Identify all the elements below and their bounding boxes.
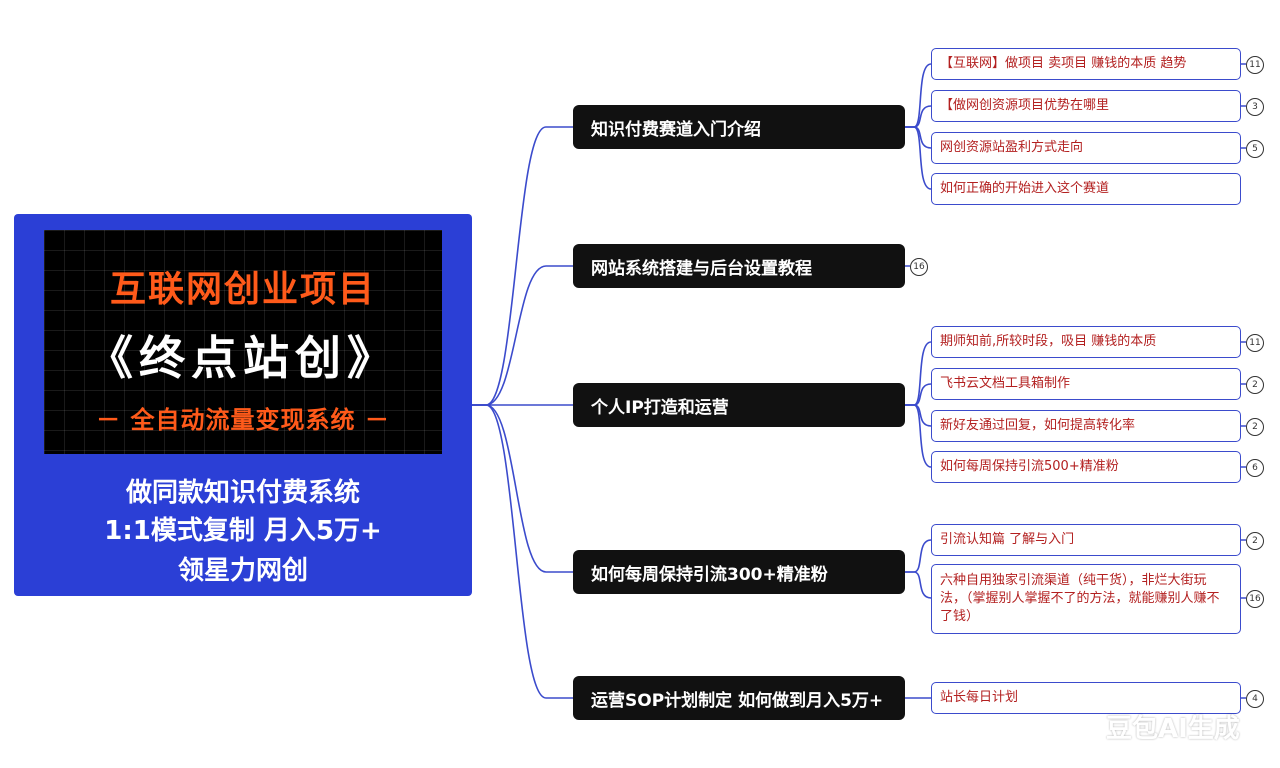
leaf-4-1-count-badge[interactable]: 2 (1246, 532, 1264, 550)
hero-title-line1: 互联网创业项目 (109, 269, 376, 310)
connector-leaf-1-1 (905, 63, 932, 128)
leaf-1-1-count-badge[interactable]: 11 (1246, 56, 1264, 74)
hero-title-line3: － 全自动流量变现系统 － (96, 406, 390, 434)
leaf-3-3[interactable]: 新好友通过回复，如何提高转化率 (931, 410, 1241, 442)
topic-node-2[interactable]: 网站系统搭建与后台设置教程 (573, 244, 905, 288)
leaf-5-1-count-badge[interactable]: 4 (1246, 690, 1264, 708)
leaf-4-2[interactable]: 六种自用独家引流渠道（纯干货），非烂大街玩法，（掌握别人掌握不了的方法，就能赚别… (931, 564, 1241, 634)
connector-leaf-3-4 (905, 404, 932, 468)
leaf-4-2-count-badge[interactable]: 16 (1246, 590, 1264, 608)
connector-topic-2 (472, 265, 573, 406)
topic-node-5[interactable]: 运营SOP计划制定 如何做到月入5万+ (573, 676, 905, 720)
hero-subtitle-line2: 1:1模式复制 月入5万+ (104, 516, 382, 546)
leaf-4-1[interactable]: 引流认知篇 了解与入门 (931, 524, 1241, 556)
connector-leaf-3-2 (905, 383, 932, 406)
leaf-3-4[interactable]: 如何每周保持引流500+精准粉 (931, 451, 1241, 483)
leaf-5-1[interactable]: 站长每日计划 (931, 682, 1241, 714)
connector-topic-4 (472, 404, 573, 573)
topic-node-3[interactable]: 个人IP打造和运营 (573, 383, 905, 427)
hero-title-line2: 《终点站创》 (87, 331, 399, 385)
leaf-3-1-count-badge[interactable]: 11 (1246, 334, 1264, 352)
leaf-1-3[interactable]: 网创资源站盈利方式走向 (931, 132, 1241, 164)
topic-2-count-badge[interactable]: 16 (910, 258, 928, 276)
connector-leaf-3-1 (905, 341, 932, 406)
leaf-3-2-count-badge[interactable]: 2 (1246, 376, 1264, 394)
leaf-1-3-count-badge[interactable]: 5 (1246, 140, 1264, 158)
connector-leaf-1-4 (905, 126, 932, 190)
topic-node-1[interactable]: 知识付费赛道入门介绍 (573, 105, 905, 149)
connector-leaf-4-2 (905, 571, 932, 599)
watermark: 豆包AI生成 (1106, 714, 1240, 744)
leaf-3-2[interactable]: 飞书云文档工具箱制作 (931, 368, 1241, 400)
leaf-3-4-count-badge[interactable]: 6 (1246, 459, 1264, 477)
connector-badge-stub (905, 63, 1246, 699)
connector-topic-1 (472, 126, 573, 406)
leaf-3-1[interactable]: 期师知前,所较时段，吸目 赚钱的本质 (931, 326, 1241, 358)
hero-subtitle-line1: 做同款知识付费系统 (125, 478, 360, 508)
hero-card: 互联网创业项目 《终点站创》 － 全自动流量变现系统 － 做同款知识付费系统 1… (14, 214, 472, 596)
leaf-1-4[interactable]: 如何正确的开始进入这个赛道 (931, 173, 1241, 205)
leaf-1-1[interactable]: 【互联网】做项目 卖项目 赚钱的本质 趋势 (931, 48, 1241, 80)
topic-node-4[interactable]: 如何每周保持引流300+精准粉 (573, 550, 905, 594)
leaf-3-3-count-badge[interactable]: 2 (1246, 418, 1264, 436)
connector-leaf-1-2 (905, 105, 932, 128)
hero-title-panel: 互联网创业项目 《终点站创》 － 全自动流量变现系统 － (44, 230, 442, 454)
leaf-1-2-count-badge[interactable]: 3 (1246, 98, 1264, 116)
leaf-1-2[interactable]: 【做网创资源项目优势在哪里 (931, 90, 1241, 122)
connector-leaf-4-1 (905, 539, 932, 573)
connector-topic-5 (472, 404, 573, 699)
hero-subtitle-line3: 领星力网创 (177, 556, 308, 586)
